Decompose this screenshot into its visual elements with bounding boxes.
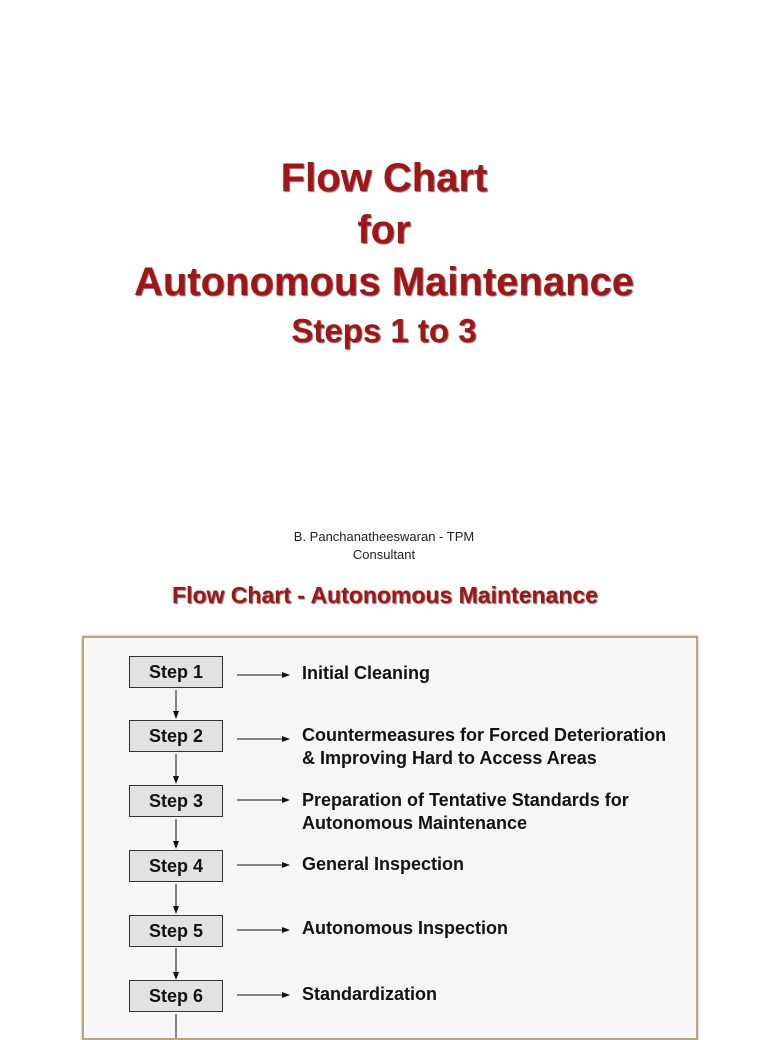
step-4-description: General Inspection	[302, 853, 464, 876]
step-2-description: Countermeasures for Forced Deterioration…	[302, 724, 666, 770]
author-role: Consultant	[352, 547, 416, 562]
step-2-desc-line-2: & Improving Hard to Access Areas	[302, 748, 597, 768]
step-3-box: Step 3	[129, 785, 223, 817]
step-5-box: Step 5	[129, 915, 223, 947]
author-name: B. Panchanatheeswaran - TPM	[293, 529, 475, 544]
step-1-desc-line-1: Initial Cleaning	[302, 663, 431, 683]
section-heading: Flow Chart - Autonomous Maintenance	[172, 582, 598, 608]
author-credit: B. Panchanatheeswaran - TPM Consultant	[0, 528, 768, 564]
step-4-desc-line-1: General Inspection	[302, 854, 465, 874]
step-6-box: Step 6	[129, 980, 223, 1012]
step-3-description: Preparation of Tentative Standards for A…	[302, 789, 629, 835]
title-line-3: Autonomous Maintenance	[133, 260, 635, 304]
title-line-2: for	[357, 208, 411, 252]
step-6-description: Standardization	[302, 983, 437, 1006]
step-3-desc-line-2: Autonomous Maintenance	[302, 813, 528, 833]
step-3-desc-line-1: Preparation of Tentative Standards for	[302, 790, 629, 810]
step-2-desc-line-1: Countermeasures for Forced Deterioration	[302, 725, 667, 745]
step-1-box: Step 1	[129, 656, 223, 688]
step-1-description: Initial Cleaning	[302, 662, 430, 685]
step-6-desc-line-1: Standardization	[302, 984, 438, 1004]
title-line-1: Flow Chart	[280, 156, 488, 200]
step-5-desc-line-1: Autonomous Inspection	[302, 918, 508, 938]
flow-connectors	[173, 672, 290, 1038]
step-4-box: Step 4	[129, 850, 223, 882]
title-block: Flow Chart for Autonomous Maintenance St…	[0, 152, 768, 354]
step-2-box: Step 2	[129, 720, 223, 752]
flow-chart-panel: Step 1 Initial Cleaning Step 2 Counterme…	[82, 636, 698, 1040]
title-line-4: Steps 1 to 3	[291, 312, 477, 349]
step-5-description: Autonomous Inspection	[302, 917, 508, 940]
